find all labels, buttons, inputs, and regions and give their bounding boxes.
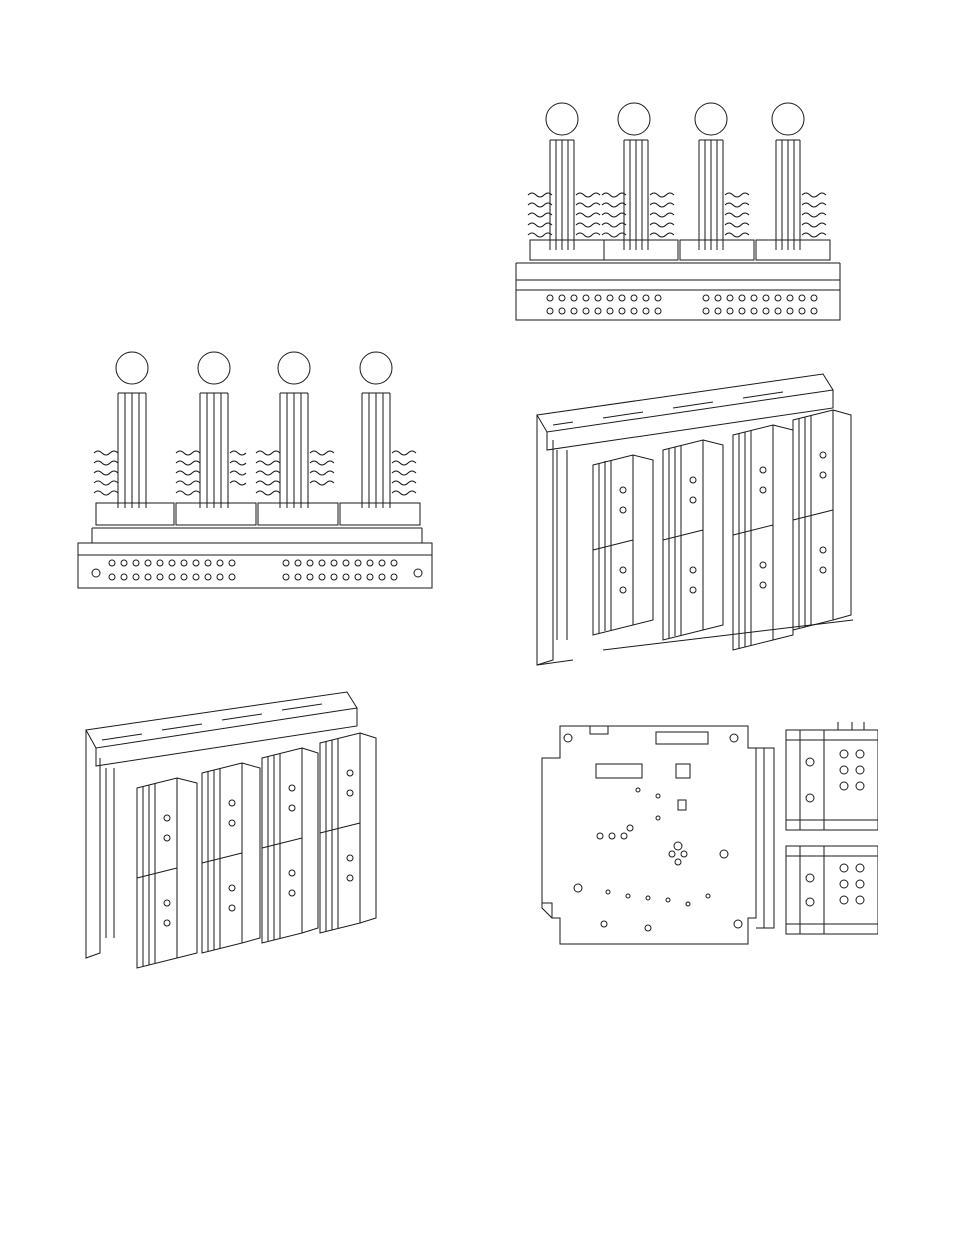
pole-assembly: [176, 393, 256, 525]
handle-slot: [596, 764, 642, 778]
busbar-stack: [137, 778, 197, 968]
busbar-stack: [663, 440, 723, 640]
pole-assembly: [756, 140, 830, 260]
breaker-housing: [542, 726, 756, 944]
mounting-holes: [547, 295, 817, 314]
callout-circle: [198, 352, 230, 384]
callout-circle: [116, 352, 148, 384]
callout-circle: [695, 103, 727, 135]
callout-circle: [772, 103, 804, 135]
top-frame: [537, 374, 833, 432]
busbar-holes: [164, 770, 353, 926]
pole-assembly: [528, 140, 604, 260]
handle-slot: [676, 764, 690, 778]
side-panel: [86, 730, 100, 958]
pole-assembly: [680, 140, 754, 260]
base-plate: [78, 543, 432, 588]
busbar-stack: [320, 733, 376, 933]
callout-circle: [618, 103, 650, 135]
iso-view-right: [533, 370, 863, 675]
callout-circle: [546, 103, 578, 135]
side-view-right: [538, 718, 878, 950]
mounting-holes: [92, 560, 422, 580]
front-view-top-right: [510, 95, 845, 325]
front-view-left: [72, 348, 442, 593]
busbar-stack: [793, 410, 851, 630]
pole-assembly: [602, 140, 678, 260]
callout-circle: [278, 352, 310, 384]
pole-assembly: [94, 393, 174, 525]
pole-assembly: [340, 393, 420, 525]
callout-circle: [360, 352, 392, 384]
side-panel: [537, 415, 553, 665]
busbar-stack: [202, 763, 260, 953]
iso-view-left: [82, 688, 382, 988]
pole-assembly: [256, 393, 338, 525]
busbar-stack: [593, 455, 653, 635]
nameplate: [656, 732, 708, 744]
busbar-stack: [733, 425, 793, 650]
top-frame: [86, 692, 357, 748]
